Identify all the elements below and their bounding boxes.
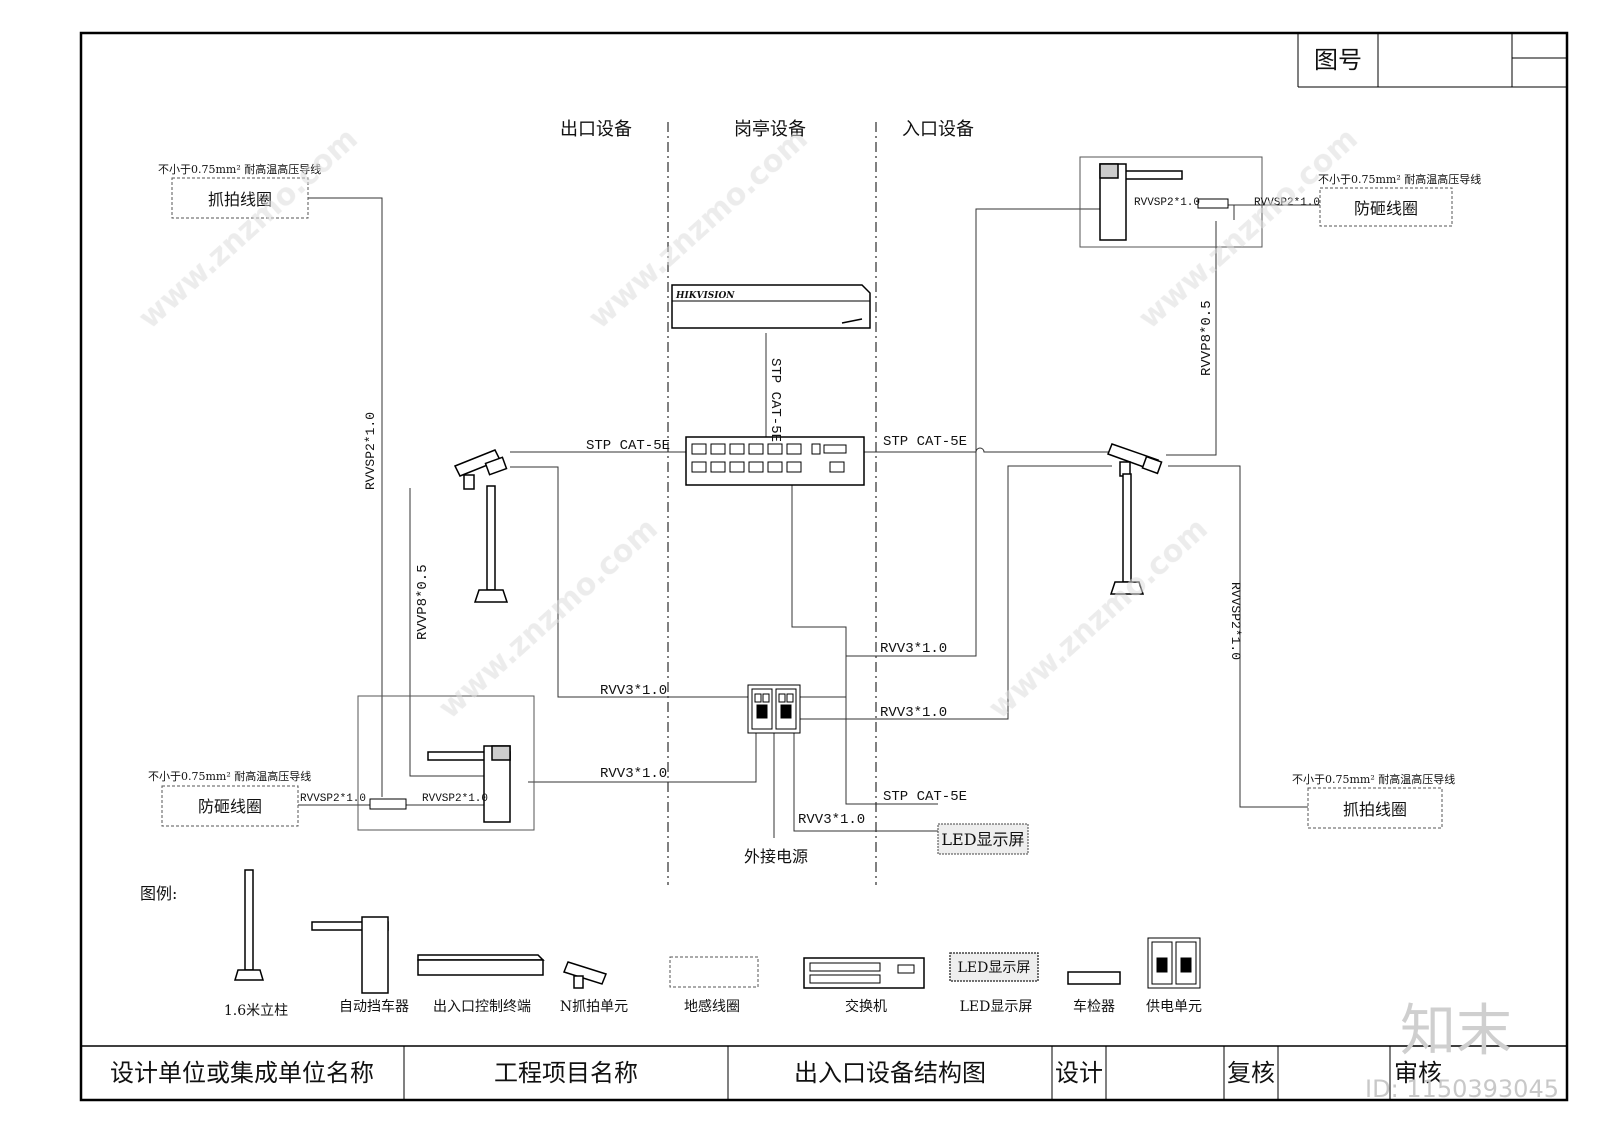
- led-screen-icon: [937, 823, 1029, 855]
- designer-org: 设计单位或集成单位名称: [110, 1059, 374, 1087]
- coil-label: 防砸线圈: [1354, 199, 1418, 218]
- cable-label: RVVSP2*1.0: [300, 793, 366, 805]
- drawing-no-label: 图号: [1314, 46, 1362, 74]
- loop-coil-icon: [669, 956, 759, 988]
- cable-label: STP CAT-5E: [883, 434, 967, 450]
- review-label: 审核: [1394, 1059, 1442, 1087]
- detector-legend-icon: [1067, 971, 1121, 985]
- legend-label: 供电单元: [1146, 999, 1202, 1015]
- section-entry: 入口设备: [902, 119, 974, 140]
- cable-label: RVVSP2*1.0: [1134, 197, 1200, 209]
- check-label: 复核: [1227, 1059, 1275, 1087]
- spec-note: 不小于0.75mm² 耐高温高压导线: [148, 769, 311, 783]
- section-booth: 岗亭设备: [734, 119, 806, 140]
- cable-label: RVVSP2*1.0: [1254, 197, 1320, 209]
- legend-label: 自动挡车器: [339, 998, 409, 1015]
- spec-note: 不小于0.75mm² 耐高温高压导线: [158, 162, 321, 176]
- camera-icon: [563, 961, 607, 989]
- switch-icon: [685, 436, 865, 486]
- coil-label: 抓拍线圈: [208, 190, 272, 209]
- drawing-frame: [79, 31, 1569, 1102]
- coil-label: 防砸线圈: [198, 797, 262, 816]
- drawing-title: 出入口设备结构图: [794, 1059, 986, 1087]
- power-legend-icon: [1147, 937, 1201, 989]
- legend-title: 图例:: [140, 884, 177, 903]
- spec-note: 不小于0.75mm² 耐高温高压导线: [1318, 172, 1481, 186]
- exit-capture-camera-icon: [453, 449, 509, 603]
- cable-label: RVVSP2*1.0: [363, 412, 378, 490]
- cable-label: RVV3*1.0: [880, 641, 947, 657]
- project-name: 工程项目名称: [494, 1059, 638, 1087]
- spec-note: 不小于0.75mm² 耐高温高压导线: [1292, 772, 1455, 786]
- coils: [161, 177, 1453, 829]
- ext-power-label: 外接电源: [744, 847, 808, 866]
- switch-legend-icon: [803, 957, 925, 989]
- loop-detector-icon: [369, 198, 1229, 810]
- watermark: www.znzmo.com www.znzmo.com www.znzmo.co…: [132, 121, 1365, 726]
- wiring: [298, 197, 1320, 838]
- power-unit-icon: [747, 684, 801, 734]
- cable-label: STP CAT-5E: [883, 789, 967, 805]
- watermark-site: www.znzmo.com: [132, 121, 365, 336]
- legend-label: 1.6米立柱: [224, 1003, 288, 1019]
- cable-label: RVVSP2*1.0: [1228, 582, 1243, 660]
- cable-label: RVV3*1.0: [880, 705, 947, 721]
- coil-label: 抓拍线圈: [1343, 800, 1407, 819]
- entry-capture-coil: [1307, 787, 1443, 829]
- cable-label: STP CAT-5E: [767, 358, 783, 442]
- legend-label: 交换机: [845, 998, 887, 1015]
- led-screen-label: LED显示屏: [941, 830, 1024, 849]
- watermark-site: www.znzmo.com: [1132, 121, 1365, 336]
- legend-icons: [233, 869, 1201, 994]
- led-legend-label: LED显示屏: [958, 960, 1031, 976]
- watermark-brand: 知末: [1400, 999, 1512, 1064]
- entry-capture-camera-icon: [1107, 443, 1163, 595]
- cable-label: RVVP8*0.5: [415, 564, 431, 640]
- entry-antismash-coil: [1319, 187, 1453, 227]
- nvr-brand: HIKVISION: [675, 291, 735, 301]
- legend-label: LED显示屏: [960, 999, 1033, 1015]
- legend-label: 车检器: [1073, 998, 1115, 1015]
- cable-label: RVV3*1.0: [600, 683, 667, 699]
- exit-antismash-coil: [161, 785, 299, 827]
- entry-barrier-icon: [1099, 163, 1183, 241]
- cable-label: RVV3*1.0: [798, 812, 865, 828]
- watermark-site: www.znzmo.com: [982, 511, 1215, 726]
- cable-label: STP CAT-5E: [586, 438, 670, 454]
- led-legend-icon: [949, 952, 1039, 982]
- control-terminal-icon: [671, 284, 871, 329]
- cable-label: RVV3*1.0: [600, 766, 667, 782]
- cable-label: RVVSP2*1.0: [422, 793, 488, 805]
- watermark-id: ID: 1150393045: [1365, 1075, 1559, 1103]
- barrier-icon: [311, 916, 389, 994]
- legend-label: N抓拍单元: [560, 999, 628, 1015]
- terminal-icon: [417, 954, 545, 976]
- legend-label: 出入口控制终端: [433, 999, 531, 1015]
- design-label: 设计: [1055, 1059, 1103, 1087]
- exit-barrier-icon: [427, 745, 511, 823]
- legend-label: 地感线圈: [684, 998, 740, 1015]
- section-exit: 出口设备: [560, 119, 632, 140]
- pole-icon: [233, 869, 265, 981]
- cable-label: RVVP8*0.5: [1199, 300, 1215, 376]
- exit-capture-coil: [171, 177, 309, 219]
